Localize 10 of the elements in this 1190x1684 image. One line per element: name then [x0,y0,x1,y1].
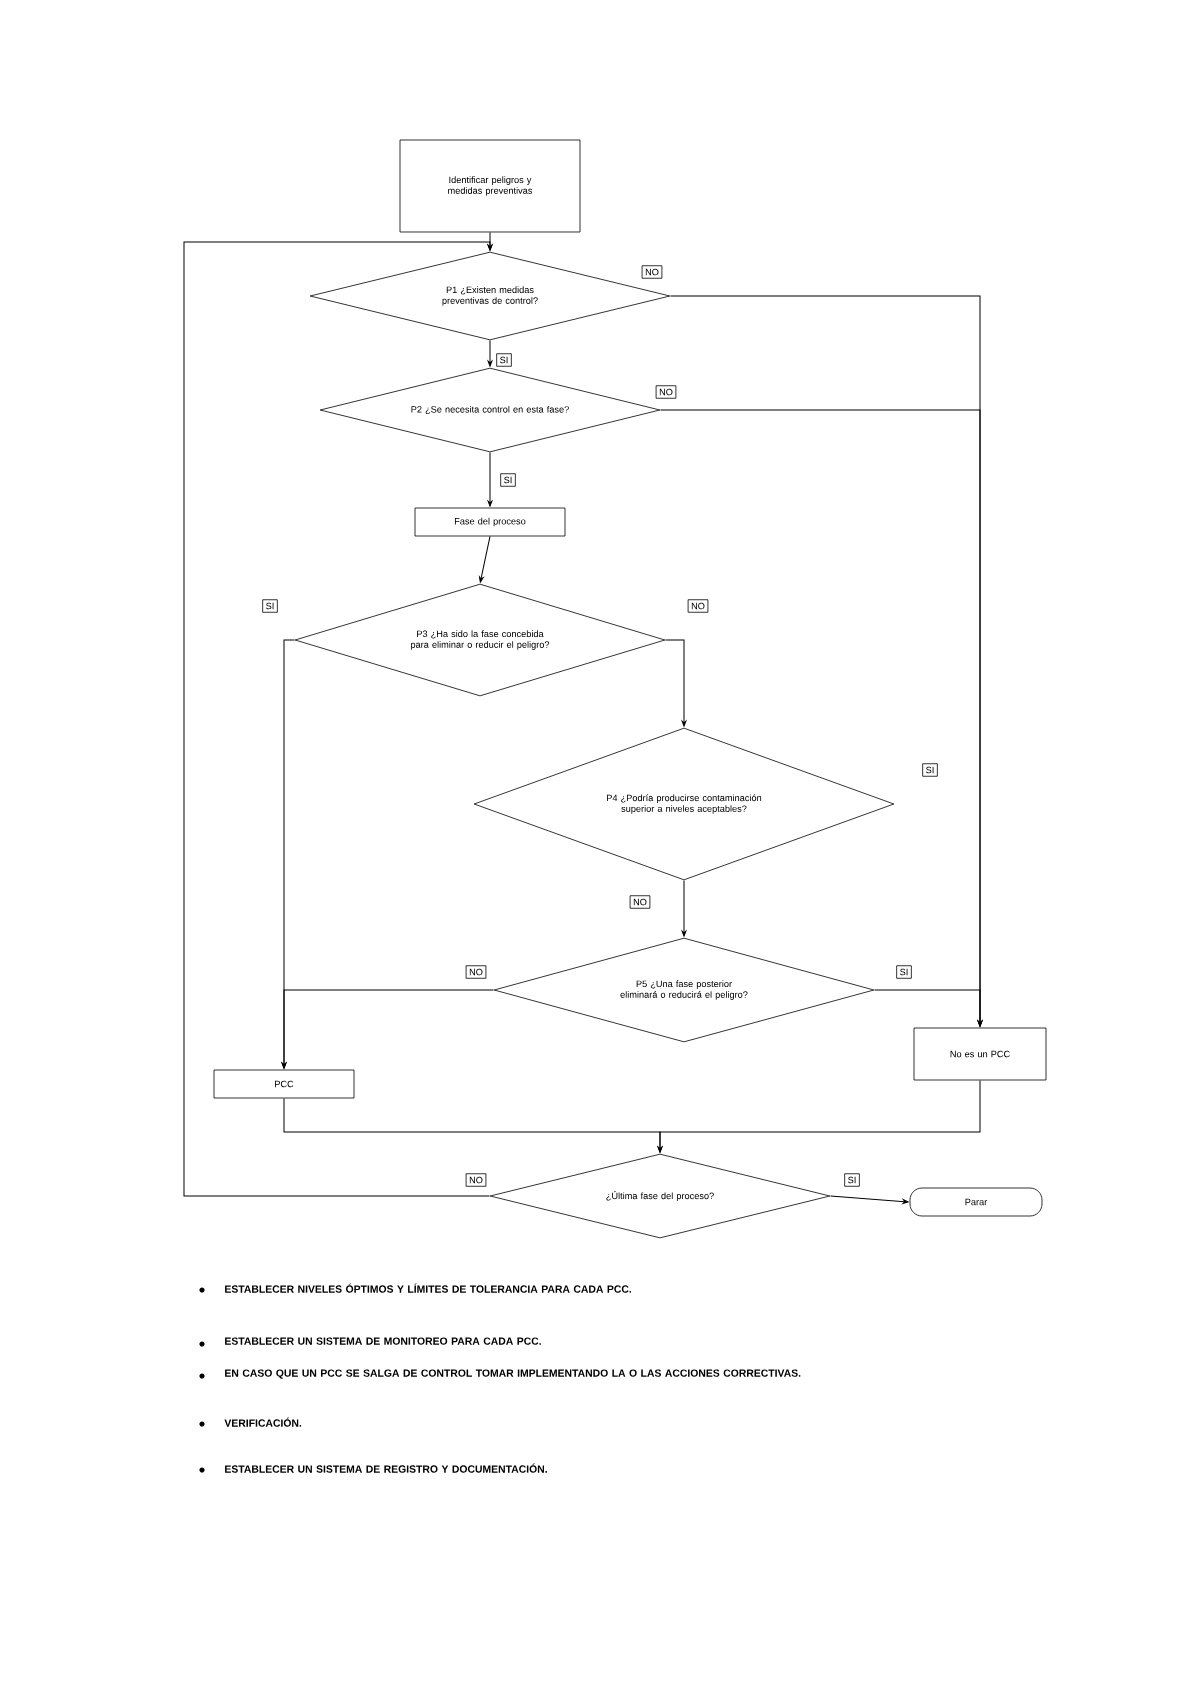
arrow [487,451,493,507]
arrow [664,639,687,727]
arrow [657,1079,981,1153]
arrow [829,1195,909,1204]
arrow [873,989,983,1027]
arrow [487,339,493,367]
arrow [281,989,495,1069]
arrow [479,535,491,583]
arrow [183,241,493,1197]
arrow [681,879,687,937]
